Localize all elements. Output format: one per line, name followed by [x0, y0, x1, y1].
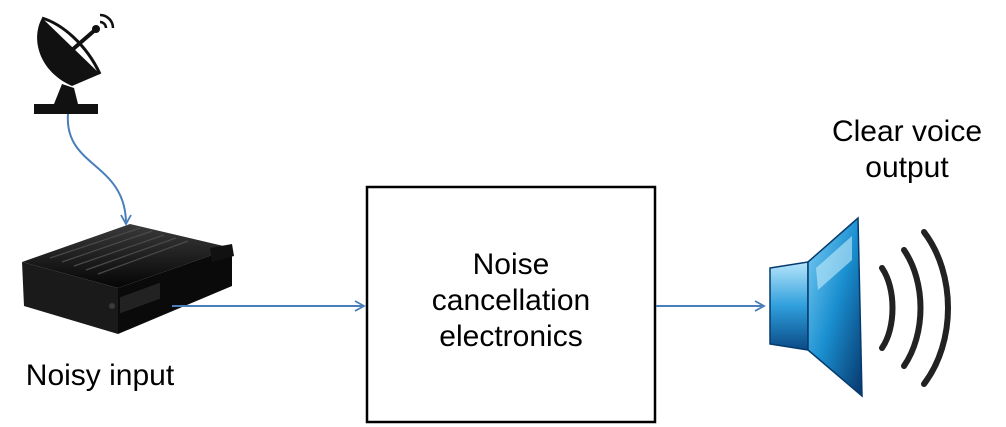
speaker-icon [769, 216, 951, 398]
set-top-box-icon [22, 224, 234, 334]
process-box-label-line3: electronics [439, 320, 583, 353]
process-box-label-line2: cancellation [431, 284, 591, 317]
connector-dish-to-receiver [66, 113, 132, 226]
satellite-dish-icon [34, 13, 115, 114]
noisy-input-label: Noisy input [25, 359, 175, 392]
process-box-label-line1: Noise [472, 248, 550, 281]
output-label-line1: Clear voice [831, 115, 983, 148]
process-box-label: Noise cancellation electronics [372, 247, 650, 355]
output-label-line2: output [865, 151, 949, 184]
noise-cancellation-box [365, 185, 657, 424]
clear-voice-output-label: Clear voice output [808, 114, 1006, 186]
